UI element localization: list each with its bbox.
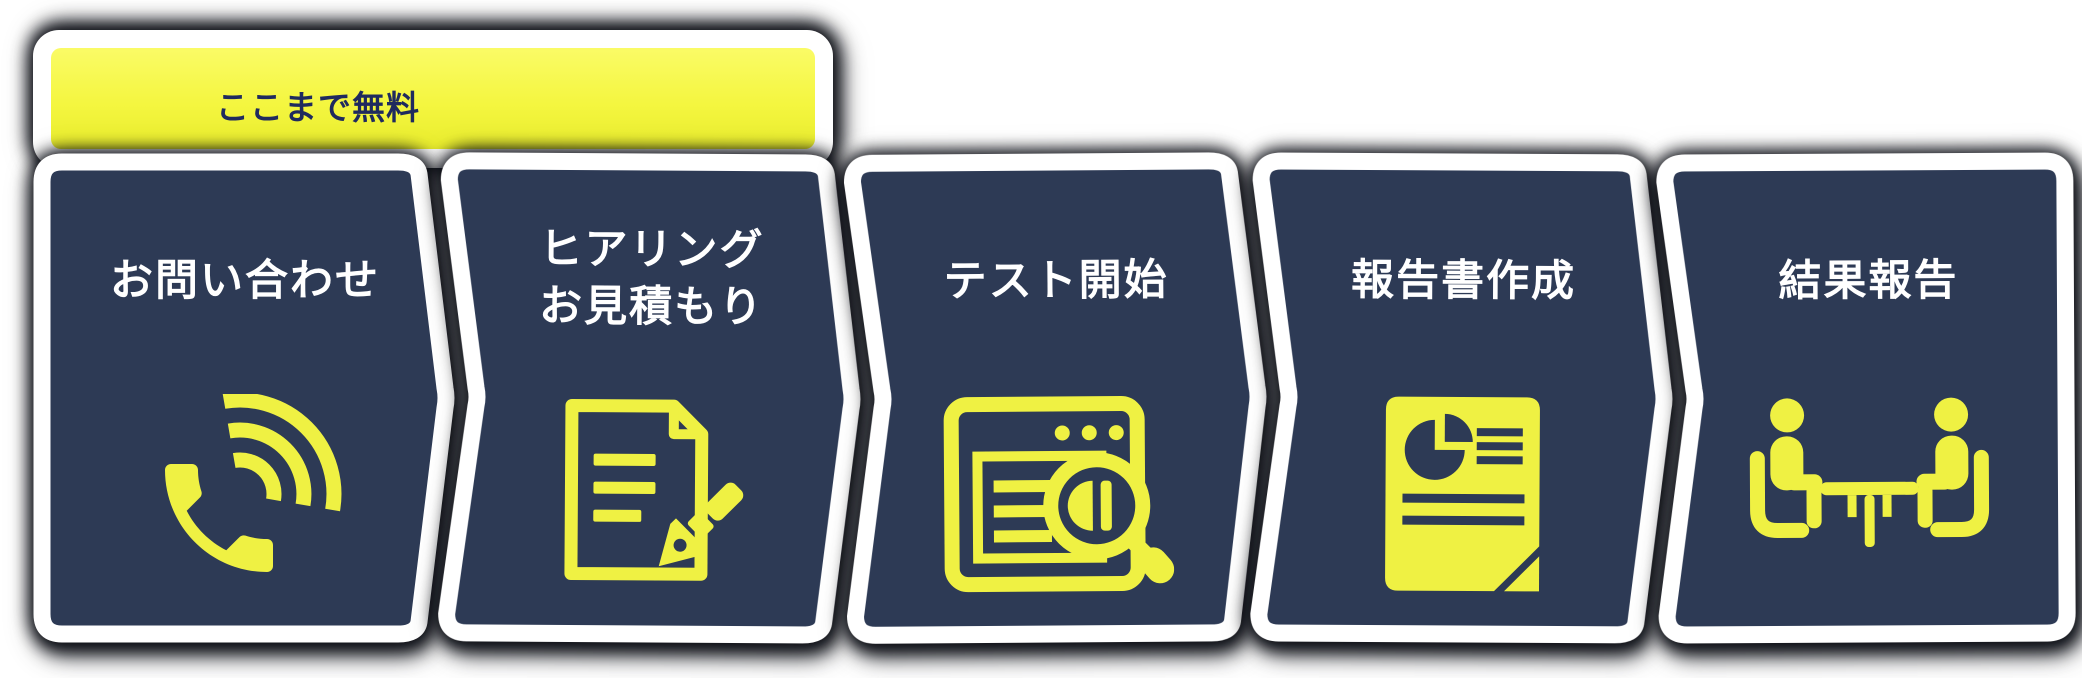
step-title: 結果報告 (1778, 255, 1959, 307)
free-banner-label: ここまで無料 (216, 88, 420, 127)
free-banner: ここまで無料 (28, 26, 848, 196)
meeting-icon (1749, 393, 1995, 548)
browser-search-icon (943, 396, 1175, 593)
phone-call-icon (165, 394, 342, 572)
person-figure (1749, 398, 1823, 538)
step-title: お問い合わせ (110, 256, 380, 306)
step-card-shape (438, 152, 861, 644)
step-card-inquiry: お問い合わせ (28, 148, 462, 648)
document-pen-icon (564, 399, 744, 581)
pen-nib (658, 482, 744, 567)
report-chart-icon (1385, 396, 1540, 592)
step-title: ヒアリング お見積もり (538, 224, 765, 333)
step-card-result-report: 結果報告 (1651, 147, 2082, 649)
free-banner-shape (33, 30, 833, 168)
step-card-report-writing: 報告書作成 (1245, 147, 1682, 649)
step-card-hearing-estimate: ヒアリング お見積もり (432, 147, 869, 650)
table (1820, 481, 1919, 548)
step-title: 報告書作成 (1350, 255, 1577, 307)
step-card-test-start: テスト開始 (838, 146, 1275, 649)
step-title: テスト開始 (943, 255, 1169, 307)
